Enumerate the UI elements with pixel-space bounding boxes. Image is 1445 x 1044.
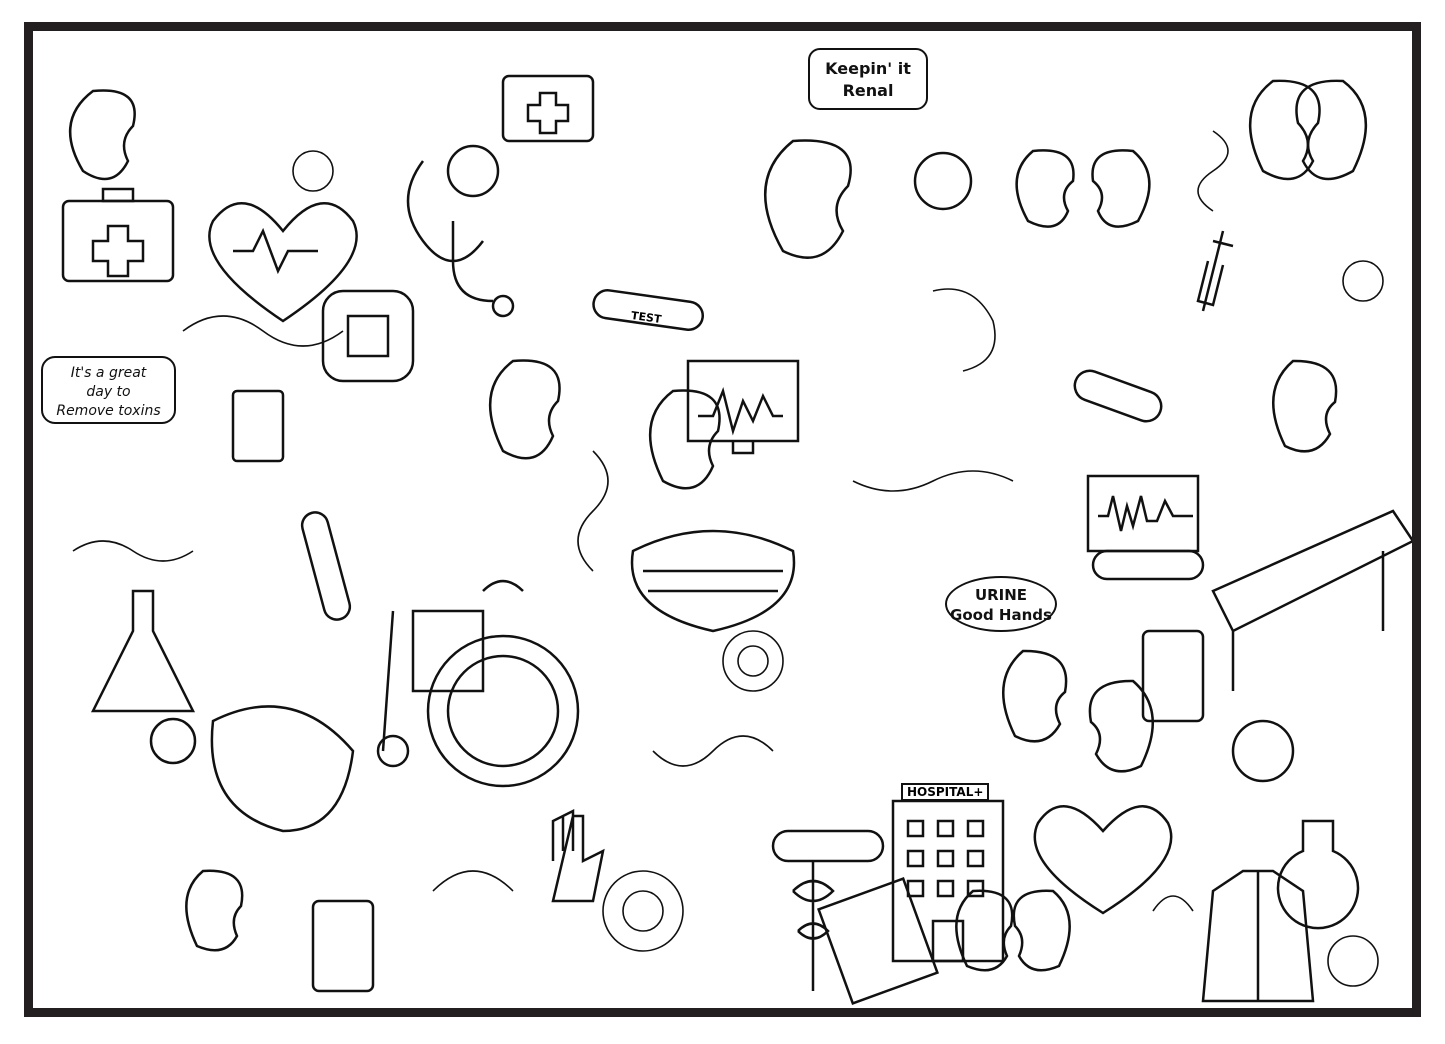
heart-icon (1033, 805, 1173, 915)
doodle-artwork (61, 74, 1412, 1005)
speech-bubble-remove-toxins: It's a great day to Remove toxins (41, 356, 176, 424)
clipboard-icon (817, 877, 939, 1005)
bubble-text: URINE (974, 586, 1028, 604)
kidney-icon (1272, 359, 1338, 453)
hospital-bed-icon (1211, 509, 1412, 691)
face-mask-icon (630, 529, 796, 633)
kidney-icon (1002, 649, 1154, 773)
kidney-icon (764, 139, 852, 259)
hospital-sign: HOSPITAL+ (901, 783, 990, 801)
hospital-building-icon (891, 799, 1005, 963)
medical-box-icon (501, 74, 595, 143)
stethoscope-icon (406, 160, 515, 318)
kidney-icon (955, 889, 1071, 972)
wheelchair-icon (376, 579, 580, 788)
bubble-text: day to (86, 384, 131, 400)
bubble-text: Renal (842, 81, 894, 100)
syringe-icon (1196, 230, 1234, 312)
kidney-icon (1248, 79, 1368, 181)
coloring-page-frame: Keepin' it Renal It's a great day to Rem… (24, 22, 1421, 1017)
bandage-icon (771, 369, 1205, 863)
bubble-text: Remove toxins (56, 403, 161, 419)
bandage-icon (321, 289, 415, 383)
bubble-text: Keepin' it (825, 59, 911, 78)
glove-icon (551, 808, 605, 903)
test-tube-icon (300, 289, 704, 621)
pill-bottle-icon (231, 389, 1205, 993)
face-mask-icon (210, 705, 355, 833)
kidney-icon (68, 89, 136, 181)
kidney-icon (185, 869, 244, 952)
swirl-decorations (72, 130, 1384, 987)
speech-bubble-keepin-it-renal: Keepin' it Renal (808, 48, 928, 110)
kidney-icon (1015, 149, 1151, 228)
heart-icon (208, 202, 358, 323)
artist-credit: ARTISTIC CHAOS INK (1338, 1010, 1406, 1017)
caduceus-icon (792, 861, 835, 991)
flask-icon (90, 589, 1360, 930)
bubble-text: Good Hands (950, 606, 1052, 624)
lab-coat-icon (1201, 869, 1315, 1003)
speech-bubble-urine-good-hands: URINE Good Hands (945, 576, 1057, 632)
monitor-icon (686, 359, 800, 455)
bubble-text: It's a great (70, 365, 147, 381)
first-aid-kit-icon (61, 187, 175, 283)
ecg-monitor-icon (1086, 474, 1200, 553)
virus-icon (149, 144, 1295, 783)
